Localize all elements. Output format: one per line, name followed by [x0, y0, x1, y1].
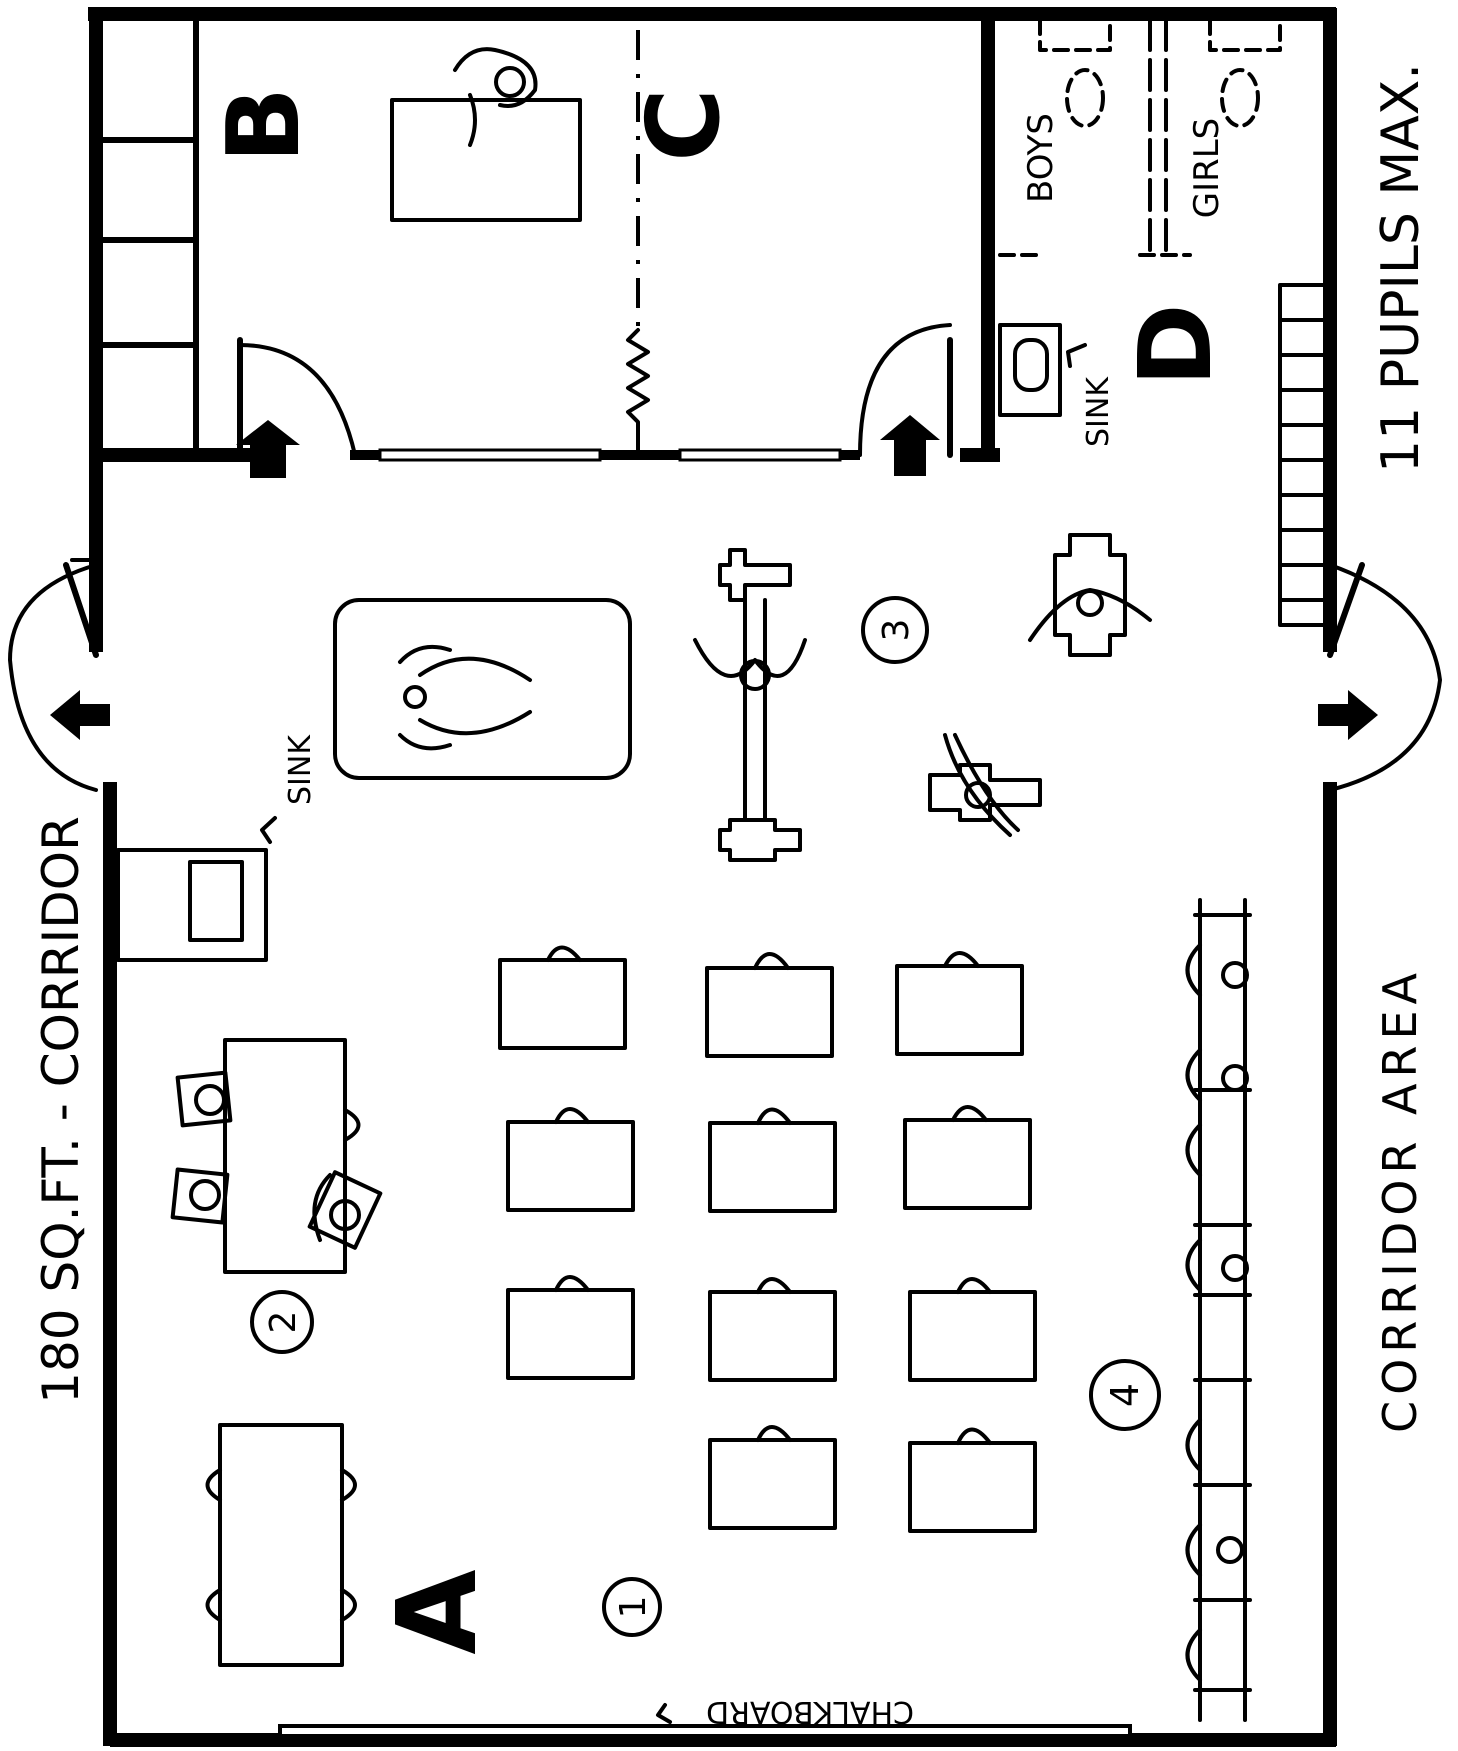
side-label-left: 180 SQ.FT. - CORRIDOR [32, 816, 90, 1404]
cubbies-right [1278, 283, 1327, 627]
corridor-area-label: CORRIDOR AREA [1373, 967, 1427, 1433]
desk [908, 1290, 1037, 1382]
exit-arrow-right-icon [1318, 690, 1378, 740]
desk [705, 966, 834, 1058]
exit-arrow-left-icon [50, 690, 110, 740]
door-left-exterior [8, 558, 99, 792]
desk [498, 958, 627, 1050]
area-number-2-label: 2 [263, 1311, 304, 1334]
zone-a-label: A [373, 1569, 501, 1654]
zone-d-label: D [1117, 303, 1234, 386]
inner-partitions [100, 14, 1000, 462]
balance-beam-small [928, 733, 1042, 837]
area-number-3: 3 [861, 596, 929, 664]
restrooms [998, 18, 1282, 417]
chalkboard [278, 1703, 1132, 1738]
sink-counter-left [116, 816, 277, 962]
entry-arrow-room-b-icon [236, 420, 300, 478]
balance-beam-vertical [693, 548, 807, 862]
area-number-1-label: 1 [613, 1596, 654, 1619]
entry-arrow-room-c-icon [880, 415, 940, 476]
table-1 [205, 1423, 357, 1667]
student-desks [498, 945, 1037, 1533]
door-room-b [238, 343, 357, 457]
sink-label-left: SINK [283, 734, 318, 805]
area-number-2: 2 [250, 1290, 314, 1354]
desk [895, 964, 1024, 1056]
area-number-4-label: 4 [1103, 1383, 1147, 1407]
door-right-exterior [1327, 562, 1442, 792]
side-label-right: 11 PUPILS MAX. [1371, 63, 1431, 473]
balance-beam-right [1028, 533, 1152, 657]
corridor-seats [1185, 898, 1252, 1722]
chalkboard-label: CHALKBOARD [706, 1694, 914, 1729]
table-2 [170, 1038, 383, 1274]
desk [708, 1438, 837, 1530]
sink-label-right: SINK [1081, 376, 1116, 447]
door-room-c [858, 323, 952, 457]
zone-c-label: C [625, 88, 742, 161]
desk [506, 1288, 635, 1380]
shelving-left [97, 137, 199, 348]
desk [708, 1121, 837, 1213]
boys-label: BOYS [1021, 113, 1061, 203]
room-b-desk [390, 47, 582, 222]
desk [908, 1441, 1037, 1533]
desk [903, 1118, 1032, 1210]
desk [708, 1290, 837, 1382]
area-number-1: 1 [602, 1577, 662, 1637]
outer-walls [88, 7, 1337, 1747]
zone-b-label: B [205, 87, 322, 163]
mat [333, 598, 632, 780]
girls-label: GIRLS [1187, 118, 1227, 219]
desk [506, 1120, 635, 1212]
area-number-3-label: 3 [876, 619, 917, 642]
area-number-4: 4 [1089, 1359, 1161, 1431]
